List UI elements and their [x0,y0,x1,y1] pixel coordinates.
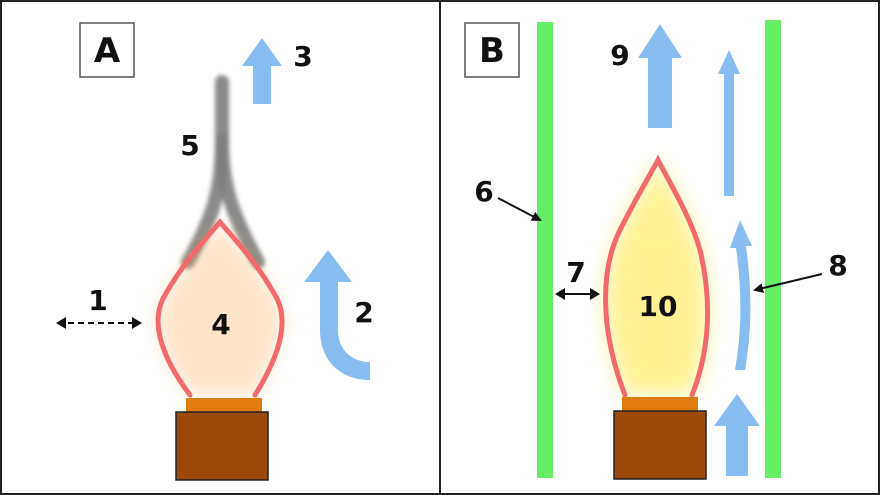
panel-b-label: B [479,31,505,71]
rising-air-arrow-icon [242,38,282,104]
candle-body [175,411,269,481]
right-wall [765,20,781,478]
callout-5: 5 [180,129,199,162]
callout-7: 7 [566,256,585,289]
callout-2: 2 [354,296,373,329]
panel-b-label-box: B [464,22,520,78]
panel-a-label-box: A [79,22,135,78]
radiation-range-arrow-icon [56,317,142,329]
panel-a-label: A [94,31,121,71]
panel-b: B 6 7 8 9 10 [464,20,848,480]
callout-9: 9 [610,39,629,72]
gap-width-arrow-icon [555,288,600,300]
flame-glow [158,222,283,395]
callout-3: 3 [293,40,312,73]
inflow-arrow-b-icon [714,394,760,476]
pointer-6 [497,197,542,221]
flame-glow-b [605,160,708,395]
inflow-curved-arrow-icon [304,250,370,380]
candle-body-b [613,410,707,480]
wall-draft-arrow-icon [718,50,740,196]
flame-outline-b [603,154,711,398]
candle-wick-top-b [622,397,698,413]
curved-draft-arrow-icon [730,220,752,370]
callout-8: 8 [828,249,847,282]
left-wall [537,22,553,478]
exhaust-arrow-icon [638,24,682,128]
callout-6: 6 [474,175,493,208]
panel-a: A 1 2 3 4 5 [56,22,374,481]
callout-10: 10 [639,290,678,323]
candle-wick-top [186,398,262,414]
pointer-8 [753,273,823,294]
callout-1: 1 [88,284,107,317]
flame-outline [155,218,285,398]
callout-4: 4 [211,308,230,341]
